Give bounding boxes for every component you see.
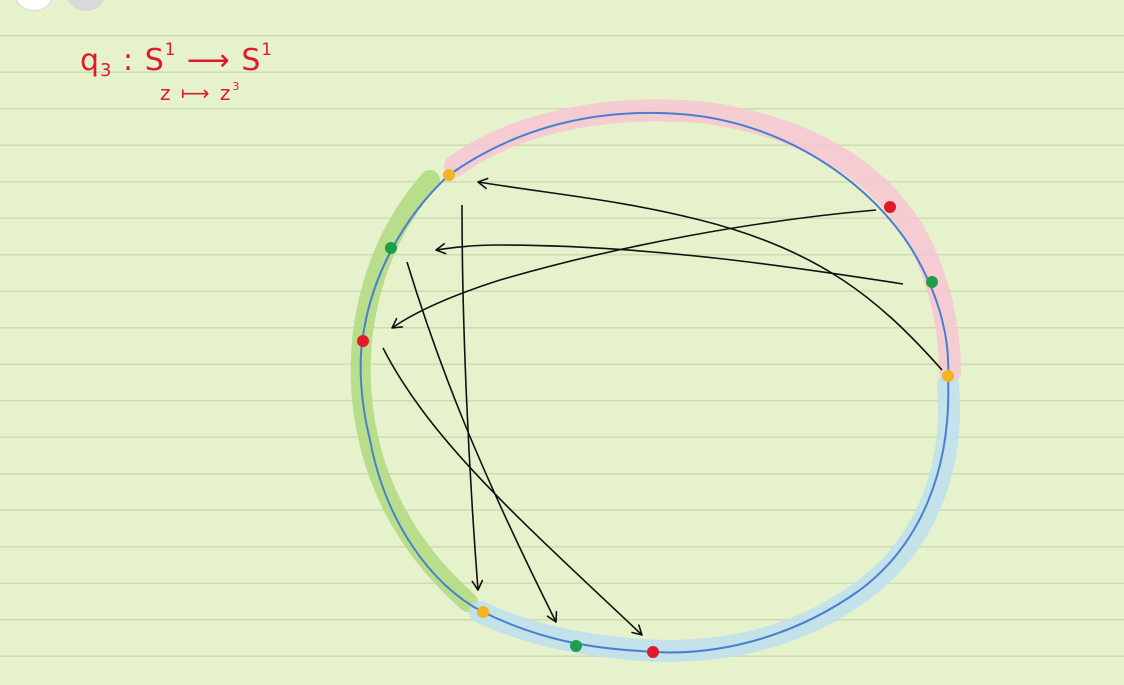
yellow-dot-bottom [477, 606, 489, 618]
domain-exponent: 1 [164, 40, 177, 59]
pink-highlight-arc [444, 99, 961, 383]
map-image-base: z [219, 80, 233, 105]
arrow-red-right-to-left [391, 209, 877, 329]
map-variable: z [160, 80, 173, 105]
yellow-dot-top-left [443, 169, 455, 181]
map-arrow-icon: ⟶ [176, 42, 242, 78]
maps-to-arrow-icon: ⟼ [172, 80, 220, 105]
blue-highlight-arc [469, 374, 960, 662]
red-dot-left [357, 335, 369, 347]
toolbar [14, 0, 106, 11]
unit-circle [359, 111, 950, 654]
codomain-exponent: 1 [261, 40, 273, 59]
map-definition: q3 : S1 ⟶ S1 [80, 40, 273, 82]
domain-symbol: S [144, 42, 165, 78]
map-image-exponent: 3 [232, 80, 242, 93]
map-subscript: 3 [100, 60, 113, 82]
codomain-symbol: S [241, 42, 262, 78]
green-dot-left [385, 242, 397, 254]
arrow-top-to-bottom-yellow [461, 204, 484, 591]
arrow-left-to-bottom-red [382, 347, 643, 636]
red-dot-bottom [647, 646, 659, 658]
map-rule: z ⟼ z3 [160, 80, 241, 105]
red-dot-top-right [884, 201, 896, 213]
arrow-green-right-to-left [435, 242, 904, 285]
arrow-yellow-right-to-top-left [477, 177, 943, 371]
arrow-left-to-bottom-green [406, 261, 558, 623]
green-dot-bottom [570, 640, 582, 652]
map-name: q [80, 42, 101, 78]
yellow-dot-right [942, 370, 954, 382]
green-dot-right [926, 276, 938, 288]
